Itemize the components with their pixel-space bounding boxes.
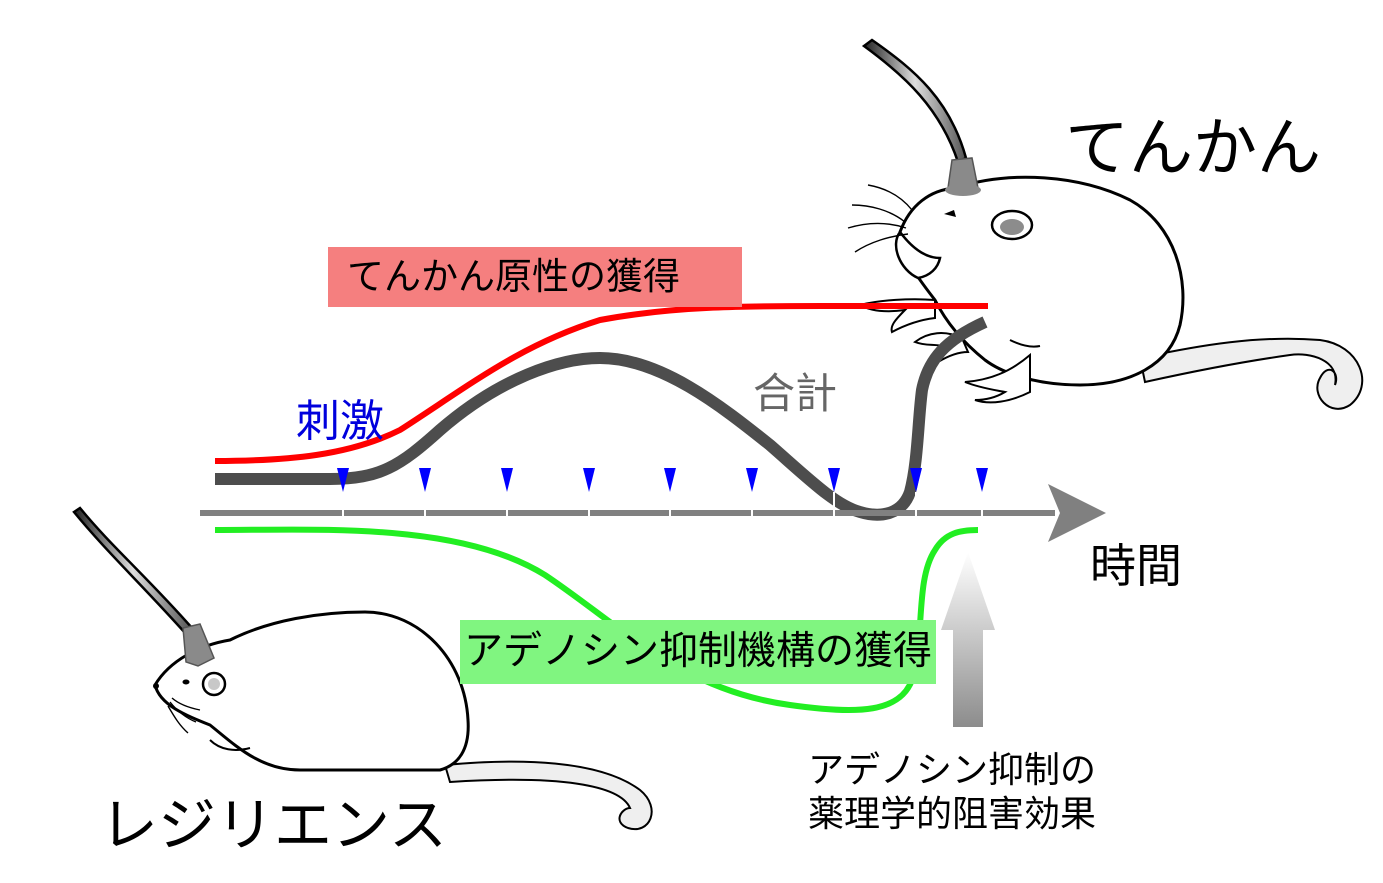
stimulus-marker: [976, 468, 988, 492]
stimulation-label: 刺激: [296, 396, 384, 447]
drug-effect-line2: 薬理学的阻害効果: [808, 794, 1096, 835]
stimulus-marker: [419, 468, 431, 492]
electrode-icon: [72, 506, 215, 667]
epilepsy-label: てんかん: [1065, 112, 1321, 186]
stimulus-marker: [828, 468, 840, 492]
adenosine-label: アデノシン抑制機構の獲得: [464, 629, 932, 674]
stimulus-marker: [501, 468, 513, 492]
epileptogenesis-label-box: [328, 247, 742, 307]
gradient-up-arrow-icon: [941, 552, 995, 727]
stimulus-markers: [337, 468, 988, 516]
stimulus-marker: [664, 468, 676, 492]
total-label: 合計: [753, 369, 837, 418]
time-label: 時間: [1090, 539, 1182, 593]
resilience-label: レジリエンス: [100, 791, 447, 859]
stimulus-marker: [746, 468, 758, 492]
adenosine-curve: [214, 526, 979, 714]
drug-effect-line1: アデノシン抑制の: [808, 750, 1096, 791]
stimulus-marker: [337, 468, 349, 492]
time-axis: [200, 484, 1106, 542]
electrode-icon: [861, 38, 981, 196]
epileptogenesis-label: てんかん原性の獲得: [347, 255, 680, 298]
rat-resting-icon: [153, 610, 653, 831]
adenosine-label-box: [460, 620, 936, 684]
stimulus-marker: [910, 468, 922, 492]
stimulus-marker: [583, 468, 595, 492]
total-curve: [215, 316, 988, 521]
